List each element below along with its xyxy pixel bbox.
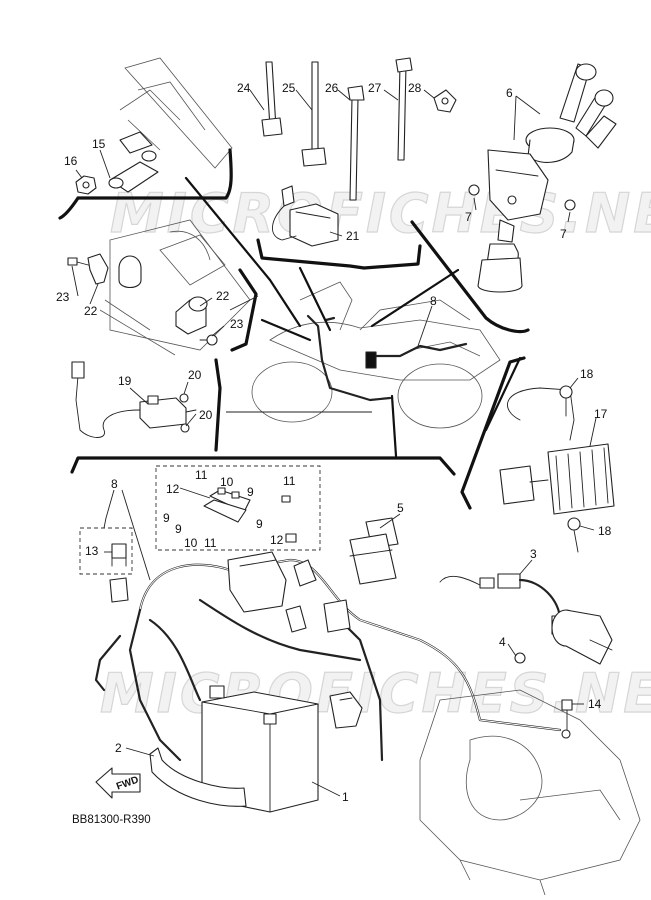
- main-wiring-harness-part-8: [94, 551, 562, 762]
- callout-24: 24: [237, 81, 251, 95]
- callout-9b: 9: [163, 511, 170, 525]
- callout-9a: 9: [247, 485, 254, 499]
- connector-part-21: [272, 185, 339, 247]
- main-switch-part-6: [477, 127, 575, 293]
- cable-tie-24: [261, 61, 283, 137]
- callout-26: 26: [325, 81, 339, 95]
- fuse-set-inset: [203, 487, 297, 543]
- ignition-coil-part-19: [71, 361, 197, 438]
- motorcycle-outline: [251, 281, 501, 429]
- callouts: 1 2 3 4 5 6 7 7 8 8 9 9 9 9 10 10 11 11 …: [56, 81, 612, 804]
- relay-part-13: [111, 543, 127, 567]
- callout-7b: 7: [560, 227, 567, 241]
- callout-22b: 22: [84, 304, 98, 318]
- diagram-reference-code: BB81300-R390: [72, 814, 151, 826]
- bolt-part-18-upper: [559, 385, 573, 417]
- callout-7a: 7: [465, 210, 472, 224]
- callout-25: 25: [282, 81, 296, 95]
- bolt-part-18-lower: [567, 517, 581, 553]
- callout-12a: 12: [166, 482, 180, 496]
- section-connector-lines: [184, 176, 522, 458]
- frame-bracket-group: [99, 57, 251, 356]
- section-frames: [58, 148, 530, 510]
- nut-part-16: [75, 175, 97, 195]
- callout-20b: 20: [199, 408, 213, 422]
- cable-tie-25: [301, 61, 327, 167]
- bracket-part-15: [108, 131, 159, 193]
- ground-bolt-part-14: [561, 699, 573, 739]
- relay-part-5: [349, 517, 399, 585]
- callout-23b: 23: [230, 317, 244, 331]
- callout-3: 3: [530, 547, 537, 561]
- callout-23a: 23: [56, 290, 70, 304]
- callout-18a: 18: [580, 367, 594, 381]
- cable-tie-27: [395, 57, 413, 161]
- forward-direction-arrow: FWD: [95, 767, 141, 799]
- callout-12b: 12: [270, 533, 284, 547]
- callout-11b: 11: [204, 536, 217, 550]
- callout-14: 14: [588, 697, 602, 711]
- screw-part-7-right: [564, 199, 576, 211]
- callout-2: 2: [115, 741, 122, 755]
- callout-27: 27: [368, 81, 382, 95]
- watermark-lower: MICROFICHES.NET: [100, 662, 651, 725]
- callout-4: 4: [499, 635, 506, 649]
- screw-part-7-left: [468, 184, 480, 196]
- callout-11c: 11: [283, 474, 296, 488]
- key-set-part-6: [559, 63, 617, 149]
- clamp-part-22-upper: [87, 253, 142, 289]
- callout-18b: 18: [598, 524, 612, 538]
- callout-9c: 9: [175, 522, 182, 536]
- callout-22a: 22: [216, 289, 230, 303]
- wiring-harness-overview: [306, 314, 468, 402]
- callout-8b: 8: [111, 477, 118, 491]
- engine-outline: [419, 689, 641, 896]
- callout-11a: 11: [195, 468, 208, 482]
- starter-cable-part-3: [439, 573, 567, 635]
- battery-cover-connector: [329, 691, 363, 729]
- callout-19: 19: [118, 374, 132, 388]
- callout-10a: 10: [220, 475, 234, 489]
- callout-15: 15: [92, 137, 106, 151]
- callout-13: 13: [85, 544, 99, 558]
- callout-17: 17: [594, 407, 608, 421]
- battery-band-part-2: [149, 747, 247, 807]
- fuse-detail-box: [155, 465, 321, 551]
- callout-9d: 9: [256, 517, 263, 531]
- callout-10b: 10: [184, 536, 198, 550]
- clip-28: [433, 89, 457, 113]
- bolt-part-23-lower: [199, 334, 218, 346]
- bolt-part-4: [514, 652, 526, 664]
- callout-21: 21: [346, 229, 360, 243]
- leader-lines: [71, 89, 597, 797]
- callout-6: 6: [506, 86, 513, 100]
- screw-part-7-center: [507, 195, 517, 205]
- clamp-part-22-lower: [175, 296, 208, 335]
- battery-part-1: [201, 685, 319, 813]
- callout-5: 5: [397, 501, 404, 515]
- rectifier-regulator-part-17: [499, 387, 615, 515]
- callout-28: 28: [408, 81, 422, 95]
- callout-8a: 8: [430, 294, 437, 308]
- bolt-part-20-upper: [179, 393, 189, 403]
- bolt-part-20-lower: [180, 423, 190, 433]
- watermark-upper: MICROFICHES.NET: [110, 182, 651, 245]
- starter-motor: [551, 609, 613, 665]
- callout-1: 1: [342, 790, 349, 804]
- cable-tie-26: [347, 85, 365, 201]
- callout-20a: 20: [188, 368, 202, 382]
- callout-16: 16: [64, 154, 78, 168]
